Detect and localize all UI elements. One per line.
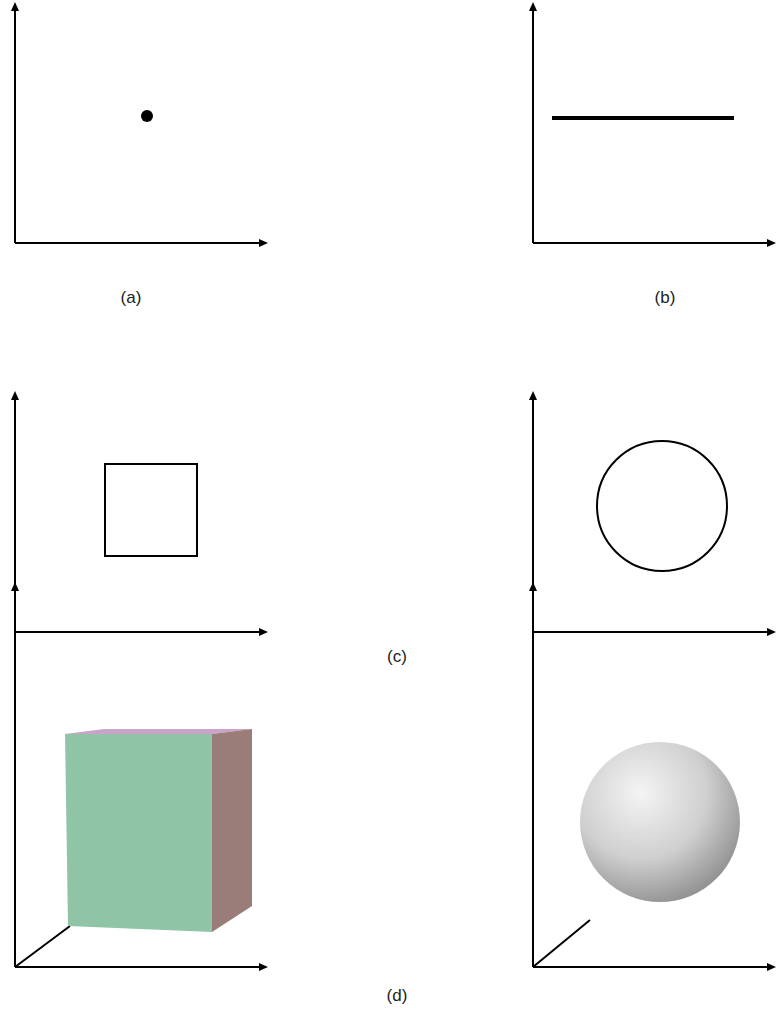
square (105, 464, 197, 556)
line-segment (552, 116, 734, 120)
point (141, 110, 153, 122)
axis-arrowheads (11, 2, 776, 971)
panel-label: (c) (387, 647, 407, 667)
panel-label: (b) (655, 288, 676, 308)
z-axis (533, 920, 590, 967)
axes (15, 8, 770, 967)
z-axis (15, 926, 70, 967)
panel-label: (a) (121, 288, 142, 308)
sphere (580, 742, 740, 902)
circle (597, 441, 727, 571)
panel-label: (d) (387, 986, 408, 1006)
cube (65, 729, 252, 932)
